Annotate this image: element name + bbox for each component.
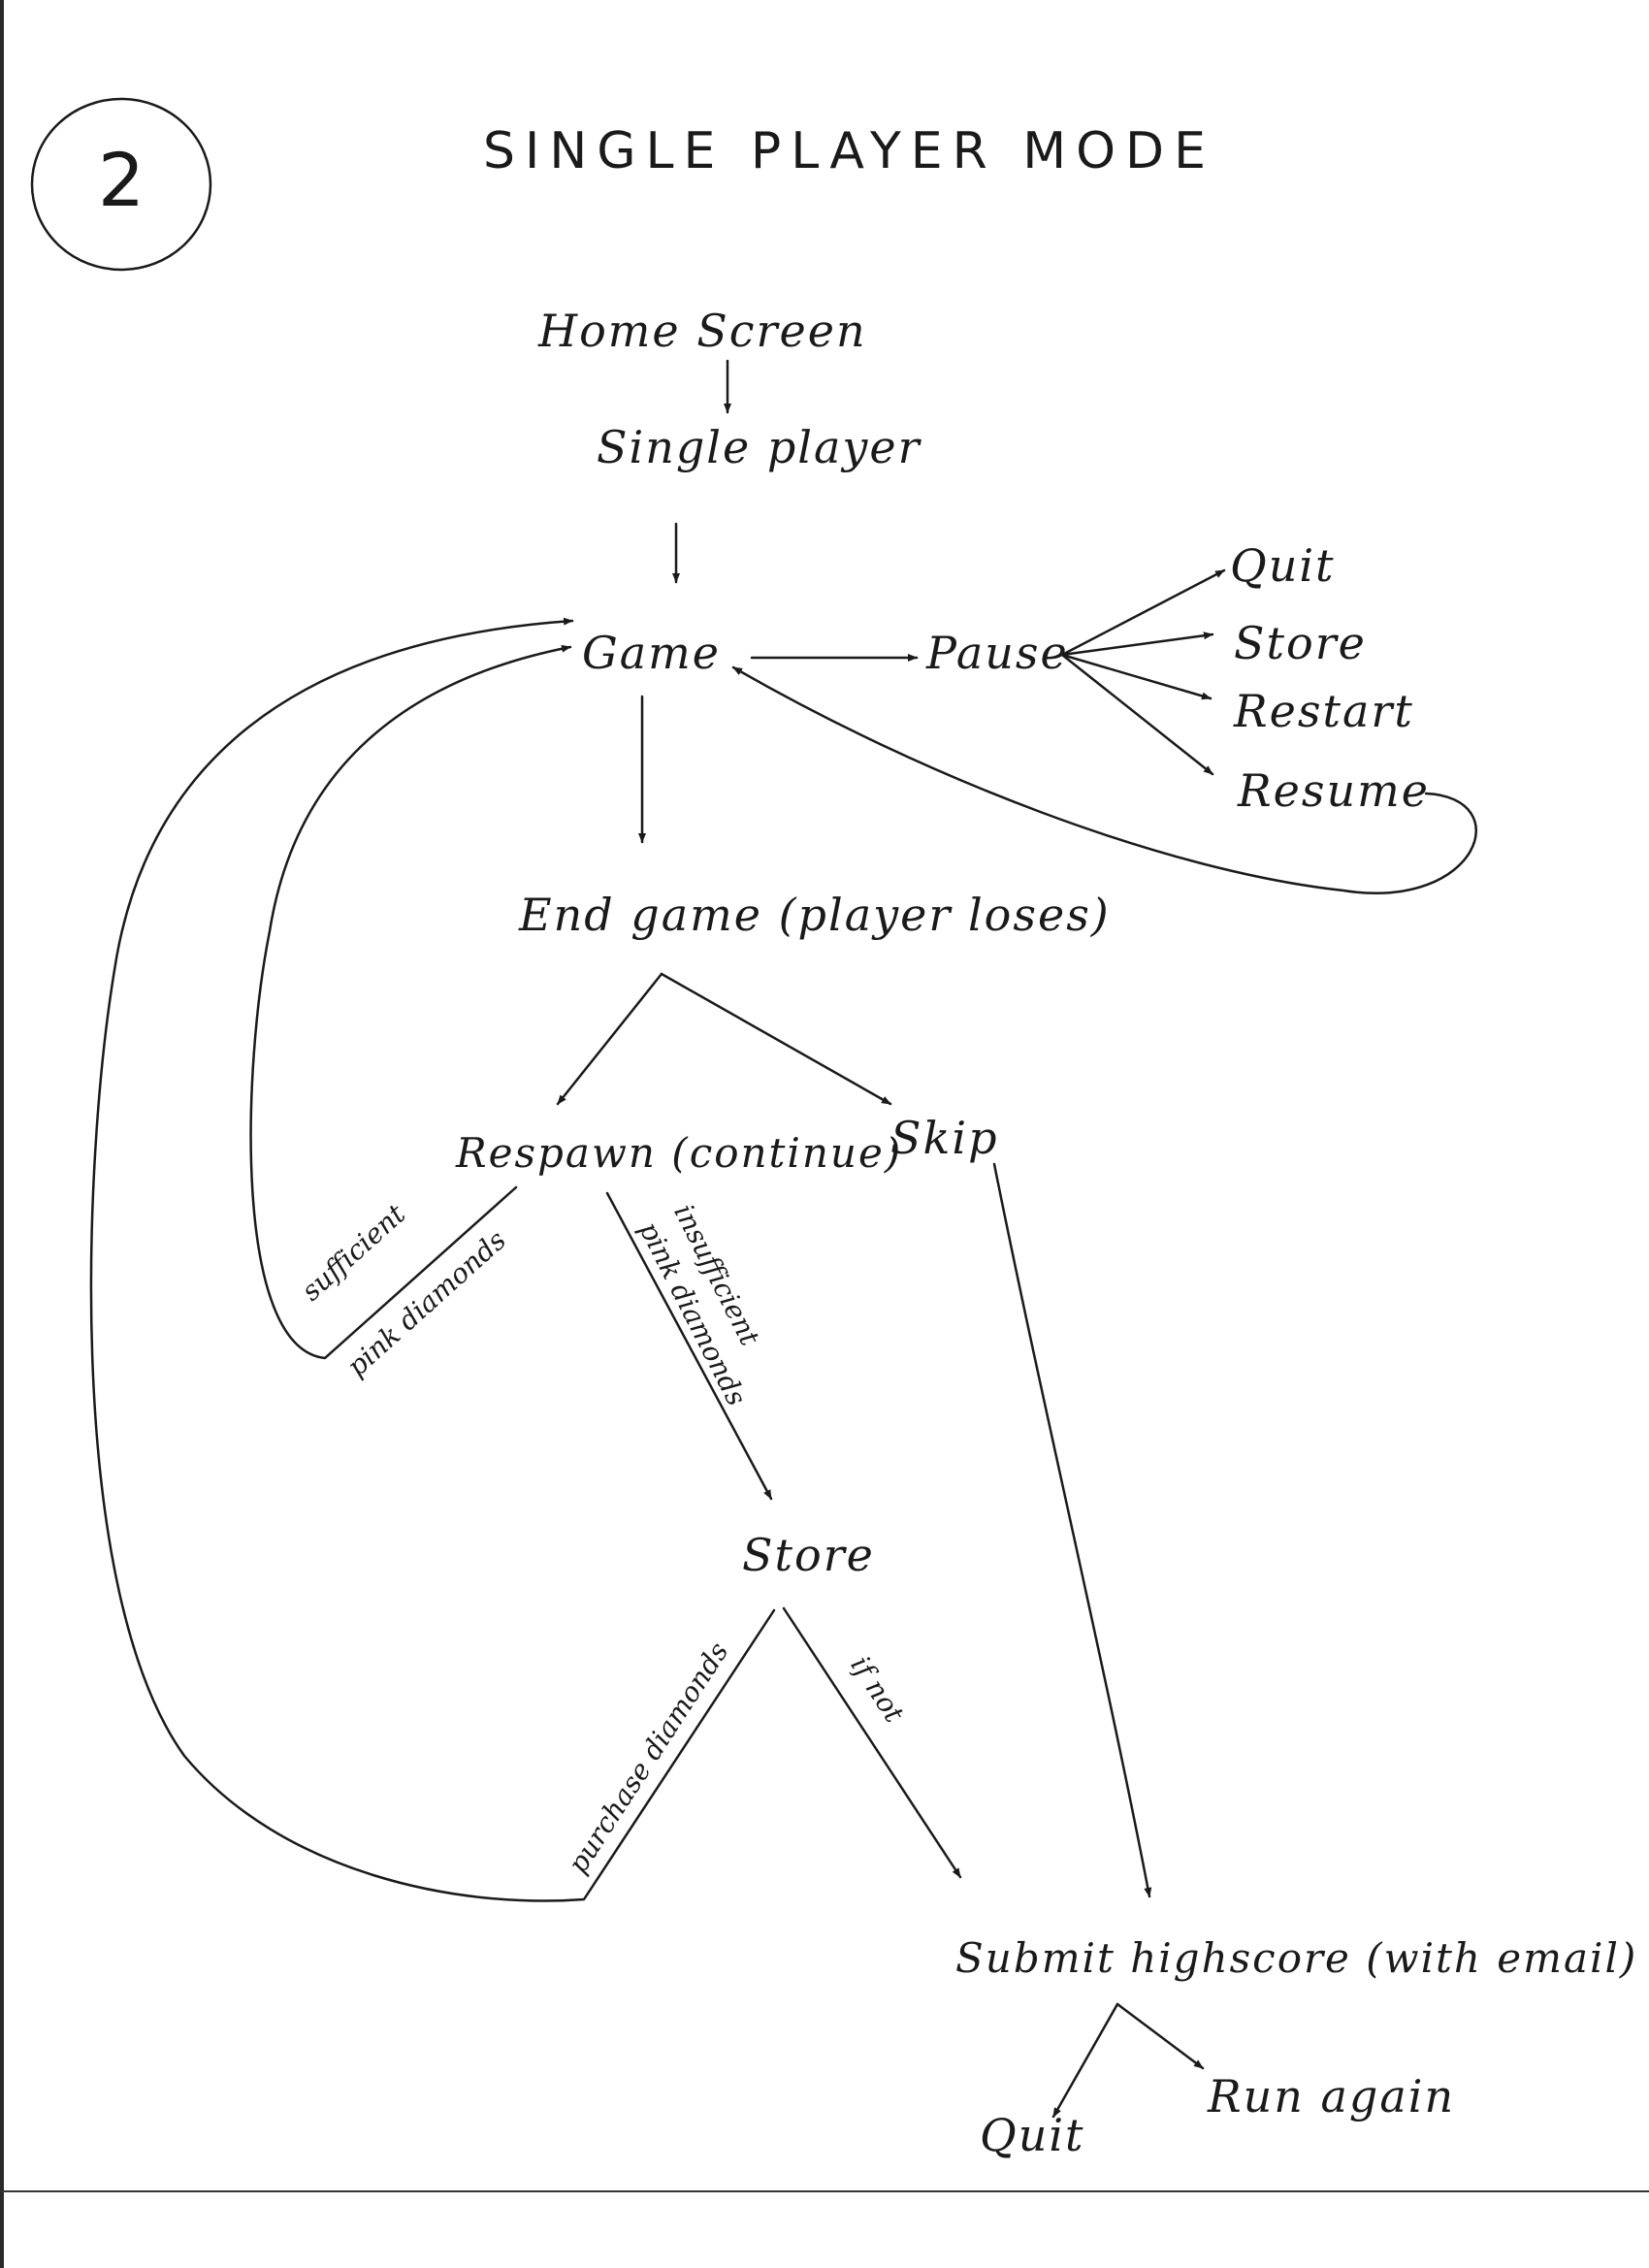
- node-resume: Resume: [1238, 764, 1430, 817]
- arrow-pause-to-resume: [1060, 653, 1214, 776]
- arrow-resume-to-game: [731, 665, 1477, 894]
- arrow-skip-to-submit: [992, 1162, 1152, 1898]
- node-respawn: Respawn (continue): [456, 1129, 903, 1177]
- arrow-store-to-game: [89, 617, 776, 1902]
- arrow-submit-to-run-again: [1116, 2002, 1205, 2070]
- page-left-edge: [0, 0, 4, 2268]
- page-number-circle: [30, 97, 212, 272]
- node-game: Game: [582, 627, 722, 679]
- node-quit-pause: Quit: [1230, 539, 1336, 592]
- arrow-submit-to-quit: [1051, 2002, 1119, 2119]
- arrow-pause-to-store: [1060, 632, 1214, 657]
- node-restart: Restart: [1234, 685, 1414, 737]
- node-single-player: Single player: [597, 421, 922, 473]
- node-store-pause: Store: [1234, 617, 1367, 669]
- page-bottom-edge: [0, 2190, 1649, 2192]
- node-run-again: Run again: [1208, 2070, 1456, 2122]
- page-title: SINGLE PLAYER MODE: [483, 122, 1215, 180]
- node-end-game: End game (player loses): [519, 889, 1111, 941]
- arrow-pause-to-quit: [1060, 568, 1226, 657]
- arrow-end-game-to-skip: [660, 972, 892, 1106]
- node-quit-final: Quit: [980, 2109, 1085, 2161]
- arrow-store-to-submit: [782, 1606, 962, 1879]
- node-pause: Pause: [926, 627, 1069, 679]
- arrow-pause-to-restart: [1060, 653, 1212, 700]
- arrow-end-game-to-respawn: [556, 972, 663, 1106]
- node-skip: Skip: [890, 1112, 999, 1164]
- node-submit-highscore: Submit highscore (with email): [955, 1934, 1638, 1982]
- node-home-screen: Home Screen: [538, 305, 867, 357]
- page-number: 2: [97, 137, 146, 223]
- arrow-respawn-to-store: [605, 1191, 773, 1501]
- node-store: Store: [742, 1529, 875, 1581]
- arrow-respawn-to-game: [249, 644, 572, 1360]
